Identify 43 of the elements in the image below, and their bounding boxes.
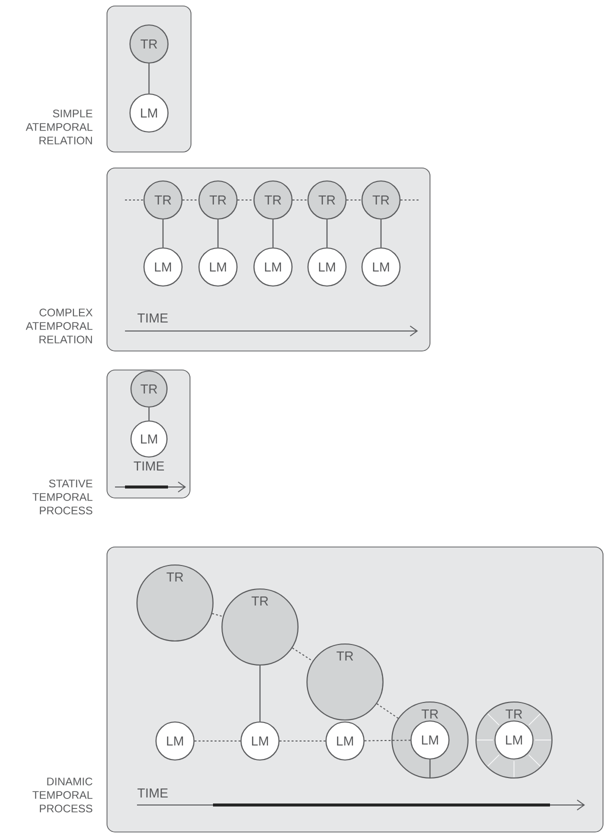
dotted-line bbox=[194, 740, 241, 742]
time-label: TIME bbox=[138, 314, 168, 322]
connector-line bbox=[429, 760, 431, 779]
side-label: COMPLEX ATEMPORAL RELATION bbox=[26, 308, 93, 344]
circle-node: LM bbox=[129, 93, 169, 133]
connector-line bbox=[326, 220, 328, 248]
circle-node: LM bbox=[361, 247, 401, 287]
connector-line bbox=[272, 220, 274, 248]
circle-node: LM bbox=[325, 721, 365, 761]
circle-node: LM bbox=[410, 720, 450, 760]
dotted-line bbox=[292, 647, 314, 662]
time-label: TIME bbox=[138, 788, 168, 798]
circle-node: TR bbox=[221, 588, 299, 666]
circle-node: TR bbox=[253, 180, 293, 220]
circle-node: TR bbox=[130, 370, 168, 408]
dotted-line bbox=[376, 703, 399, 719]
circle-node: TR bbox=[307, 180, 347, 220]
circle-node: TR bbox=[129, 24, 169, 64]
dotted-line bbox=[279, 740, 326, 742]
circle-node: LM bbox=[198, 247, 238, 287]
circle-node: LM bbox=[155, 721, 195, 761]
circle-node: LM bbox=[253, 247, 293, 287]
circle-node: LM bbox=[307, 247, 347, 287]
connector-line bbox=[162, 220, 164, 248]
side-label: STATIVE TEMPORAL PROCESS bbox=[32, 480, 92, 514]
connector-line bbox=[380, 220, 382, 248]
circle-node: LM bbox=[143, 247, 183, 287]
side-label: DINAMIC TEMPORAL PROCESS bbox=[32, 778, 92, 812]
circle-node: LM bbox=[494, 720, 534, 760]
dotted-line bbox=[212, 612, 224, 618]
side-label: SIMPLE ATEMPORAL RELATION bbox=[26, 110, 92, 144]
circle-node: LM bbox=[130, 420, 168, 458]
circle-node: TR bbox=[306, 643, 384, 721]
circle-node: LM bbox=[240, 721, 280, 761]
circle-node: TR bbox=[361, 180, 401, 220]
circle-node: TR bbox=[198, 180, 238, 220]
dotted-line bbox=[364, 740, 411, 742]
connector-line bbox=[148, 64, 150, 94]
connector-line bbox=[148, 408, 150, 420]
circle-node: TR bbox=[143, 180, 183, 220]
connector-line bbox=[259, 666, 261, 722]
connector-line bbox=[217, 220, 219, 248]
circle-node: TR bbox=[136, 564, 214, 642]
